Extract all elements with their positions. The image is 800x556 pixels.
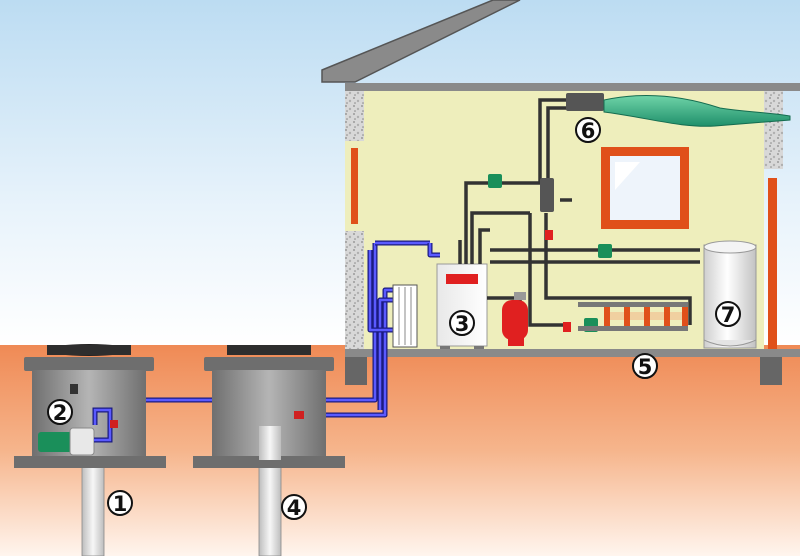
infiltration-well-cap <box>204 357 334 371</box>
marker-3-label: 3 <box>455 312 470 336</box>
house-right-foundation <box>760 357 782 385</box>
house-roof <box>321 0 521 83</box>
heating-pipes <box>458 98 700 330</box>
heat-exchanger <box>392 284 418 348</box>
house-left-foundation <box>345 357 367 385</box>
floor-valve <box>563 322 571 332</box>
house-interior-wall <box>364 91 764 349</box>
marker-4: 4 <box>281 494 307 520</box>
suction-well <box>14 344 166 556</box>
marker-4-label: 4 <box>287 496 302 520</box>
ventilation-duct <box>603 94 791 127</box>
circulation-pump-top <box>488 174 502 188</box>
heat-pump-unit <box>436 263 488 349</box>
pump-sensor <box>70 384 78 394</box>
house-floor <box>345 349 800 357</box>
house-ceiling <box>345 83 800 91</box>
mixing-valve <box>540 178 554 212</box>
house-left-wall-lower <box>345 231 364 350</box>
house-left-window <box>351 148 358 224</box>
pump-motor <box>38 432 72 452</box>
marker-6-label: 6 <box>581 119 596 143</box>
pump-head <box>69 427 95 456</box>
marker-2: 2 <box>47 399 73 425</box>
infiltration-well-shaft-top <box>259 426 281 460</box>
marker-1: 1 <box>107 490 133 516</box>
hot-water-tank <box>703 240 757 349</box>
expansion-vessel <box>502 292 528 346</box>
marker-6: 6 <box>575 117 601 143</box>
infiltration-well-base <box>193 456 345 468</box>
infiltration-well-lid-top <box>227 345 311 355</box>
marker-2-label: 2 <box>53 401 68 425</box>
suction-well-cap <box>24 357 154 371</box>
house-left-wall-upper <box>345 91 364 141</box>
house <box>321 0 800 385</box>
house-right-window <box>768 178 777 350</box>
infiltration-valve <box>294 411 304 419</box>
marker-7: 7 <box>715 301 741 327</box>
pump-valve <box>110 420 118 428</box>
marker-1-label: 1 <box>113 492 128 516</box>
floor-heating-manifold <box>578 302 688 331</box>
marker-3: 3 <box>449 310 475 336</box>
suction-well-lid-top <box>47 345 131 355</box>
infiltration-well <box>193 345 345 556</box>
suction-well-base <box>14 456 166 468</box>
house-right-wall-upper <box>764 91 783 169</box>
circulation-pumps <box>488 174 612 332</box>
circulation-pump-mid <box>598 244 612 258</box>
house-window-reflection <box>615 162 640 190</box>
safety-valve <box>545 230 553 240</box>
marker-5-label: 5 <box>638 355 653 379</box>
ventilation-unit <box>566 93 791 127</box>
marker-7-label: 7 <box>721 303 736 327</box>
marker-5: 5 <box>632 353 658 379</box>
heat-pump-logo <box>446 274 478 284</box>
